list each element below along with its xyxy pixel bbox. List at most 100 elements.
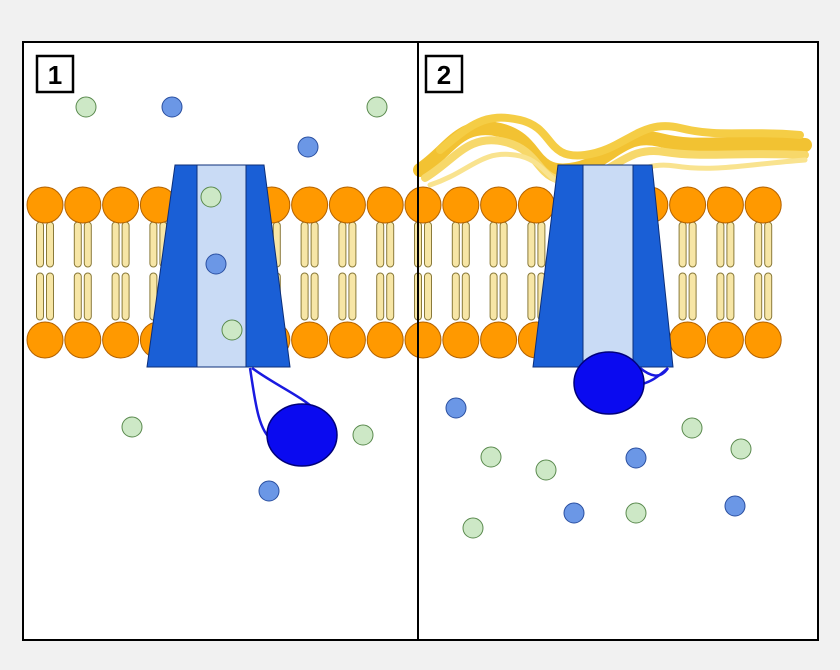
ion-particle-icon: [121, 416, 143, 438]
lipid-head: [706, 186, 744, 224]
panel-label-box: [424, 54, 464, 94]
inactivation-ball-icon: [266, 403, 338, 467]
ion-particle-icon: [161, 96, 183, 118]
lipid-head: [102, 186, 140, 224]
ion-channel-panel-2: [532, 164, 674, 415]
panel-label-1: 1: [48, 60, 62, 90]
lipid-head: [744, 321, 782, 359]
ion-particle-icon: [724, 495, 746, 517]
lipid-tail: [36, 272, 44, 321]
ion-particle-icon: [535, 459, 557, 481]
ion-particles: [75, 96, 752, 539]
lipid-tail: [36, 221, 44, 268]
lipid-tail: [348, 272, 357, 321]
lipid-tail: [451, 272, 460, 321]
lipid-tail: [716, 221, 725, 268]
lipid-tail: [764, 221, 773, 268]
lipid-tail: [489, 272, 498, 321]
lipid-tail: [688, 221, 697, 268]
lipid-head: [480, 321, 518, 359]
lipid-head: [517, 186, 555, 224]
lipid-head: [291, 186, 329, 224]
inactivation-ball-icon: [573, 351, 645, 415]
lipid-tail: [424, 221, 432, 268]
lipid-head: [744, 186, 782, 224]
lipid-tail: [461, 272, 470, 321]
panel-2-border: [417, 41, 819, 641]
lipid-tail: [338, 221, 347, 268]
lipid-tail: [716, 272, 725, 321]
ion-particle-icon: [205, 253, 227, 275]
panel-label-2: 2: [437, 60, 451, 90]
ion-particle-icon: [258, 480, 280, 502]
lipid-tail: [46, 221, 54, 268]
lipid-tail: [754, 221, 763, 268]
lipid-tail: [527, 272, 536, 321]
lipid-tail: [451, 221, 460, 268]
lipid-tail: [348, 221, 357, 268]
lipid-tail: [46, 272, 54, 321]
lipid-tail: [678, 221, 687, 268]
lipid-tail: [83, 221, 92, 268]
ion-particle-icon: [445, 397, 467, 419]
lipid-tail: [121, 272, 130, 321]
lipid-tail: [461, 221, 470, 268]
lipid-tail: [489, 221, 498, 268]
lipid-head: [480, 186, 518, 224]
lipid-tail: [338, 272, 347, 321]
lipid-head: [706, 321, 744, 359]
lipid-tail: [754, 272, 763, 321]
ion-particle-icon: [462, 517, 484, 539]
lipid-tail: [726, 272, 735, 321]
lipid-head: [102, 321, 140, 359]
lipid-tail: [376, 272, 385, 321]
lipid-tail: [310, 221, 319, 268]
lipid-head: [669, 321, 707, 359]
ion-particle-icon: [200, 186, 222, 208]
lipid-head: [442, 186, 480, 224]
lipid-tail: [386, 272, 395, 321]
lipid-head: [669, 186, 707, 224]
lipid-tail: [111, 221, 120, 268]
lipid-tail: [688, 272, 697, 321]
ion-particle-icon: [563, 502, 585, 524]
lipid-head: [64, 186, 102, 224]
lipid-tail: [726, 221, 735, 268]
ion-particle-icon: [730, 438, 752, 460]
lipid-tail: [149, 221, 158, 268]
lipid-tail: [499, 221, 508, 268]
lipid-tail: [424, 272, 432, 321]
ion-particle-icon: [681, 417, 703, 439]
lipid-head: [64, 321, 102, 359]
ion-particle-icon: [625, 447, 647, 469]
ion-particle-icon: [480, 446, 502, 468]
ion-particle-icon: [366, 96, 388, 118]
ion-particle-icon: [75, 96, 97, 118]
lipid-tail: [386, 221, 395, 268]
lipid-head: [366, 321, 404, 359]
lipid-tail: [764, 272, 773, 321]
lipid-tail: [73, 272, 82, 321]
ion-particle-icon: [352, 424, 374, 446]
panel-label-box: [35, 54, 75, 94]
lipid-tail: [300, 272, 309, 321]
lipid-tail: [499, 272, 508, 321]
lipid-tail: [376, 221, 385, 268]
lipid-head: [404, 186, 442, 224]
lipid-head: [328, 321, 366, 359]
lipid-head: [366, 186, 404, 224]
lipid-head: [442, 321, 480, 359]
lipid-tail: [121, 221, 130, 268]
lipid-tail: [111, 272, 120, 321]
lipid-head: [291, 321, 329, 359]
channel-pore: [582, 164, 634, 368]
lipid-tail: [537, 221, 546, 268]
lipid-head: [26, 321, 64, 359]
lipid-tail: [310, 272, 319, 321]
ion-particle-icon: [625, 502, 647, 524]
lipid-head: [26, 186, 64, 224]
lipid-tail: [73, 221, 82, 268]
ion-particle-icon: [297, 136, 319, 158]
lipid-tail: [527, 221, 536, 268]
